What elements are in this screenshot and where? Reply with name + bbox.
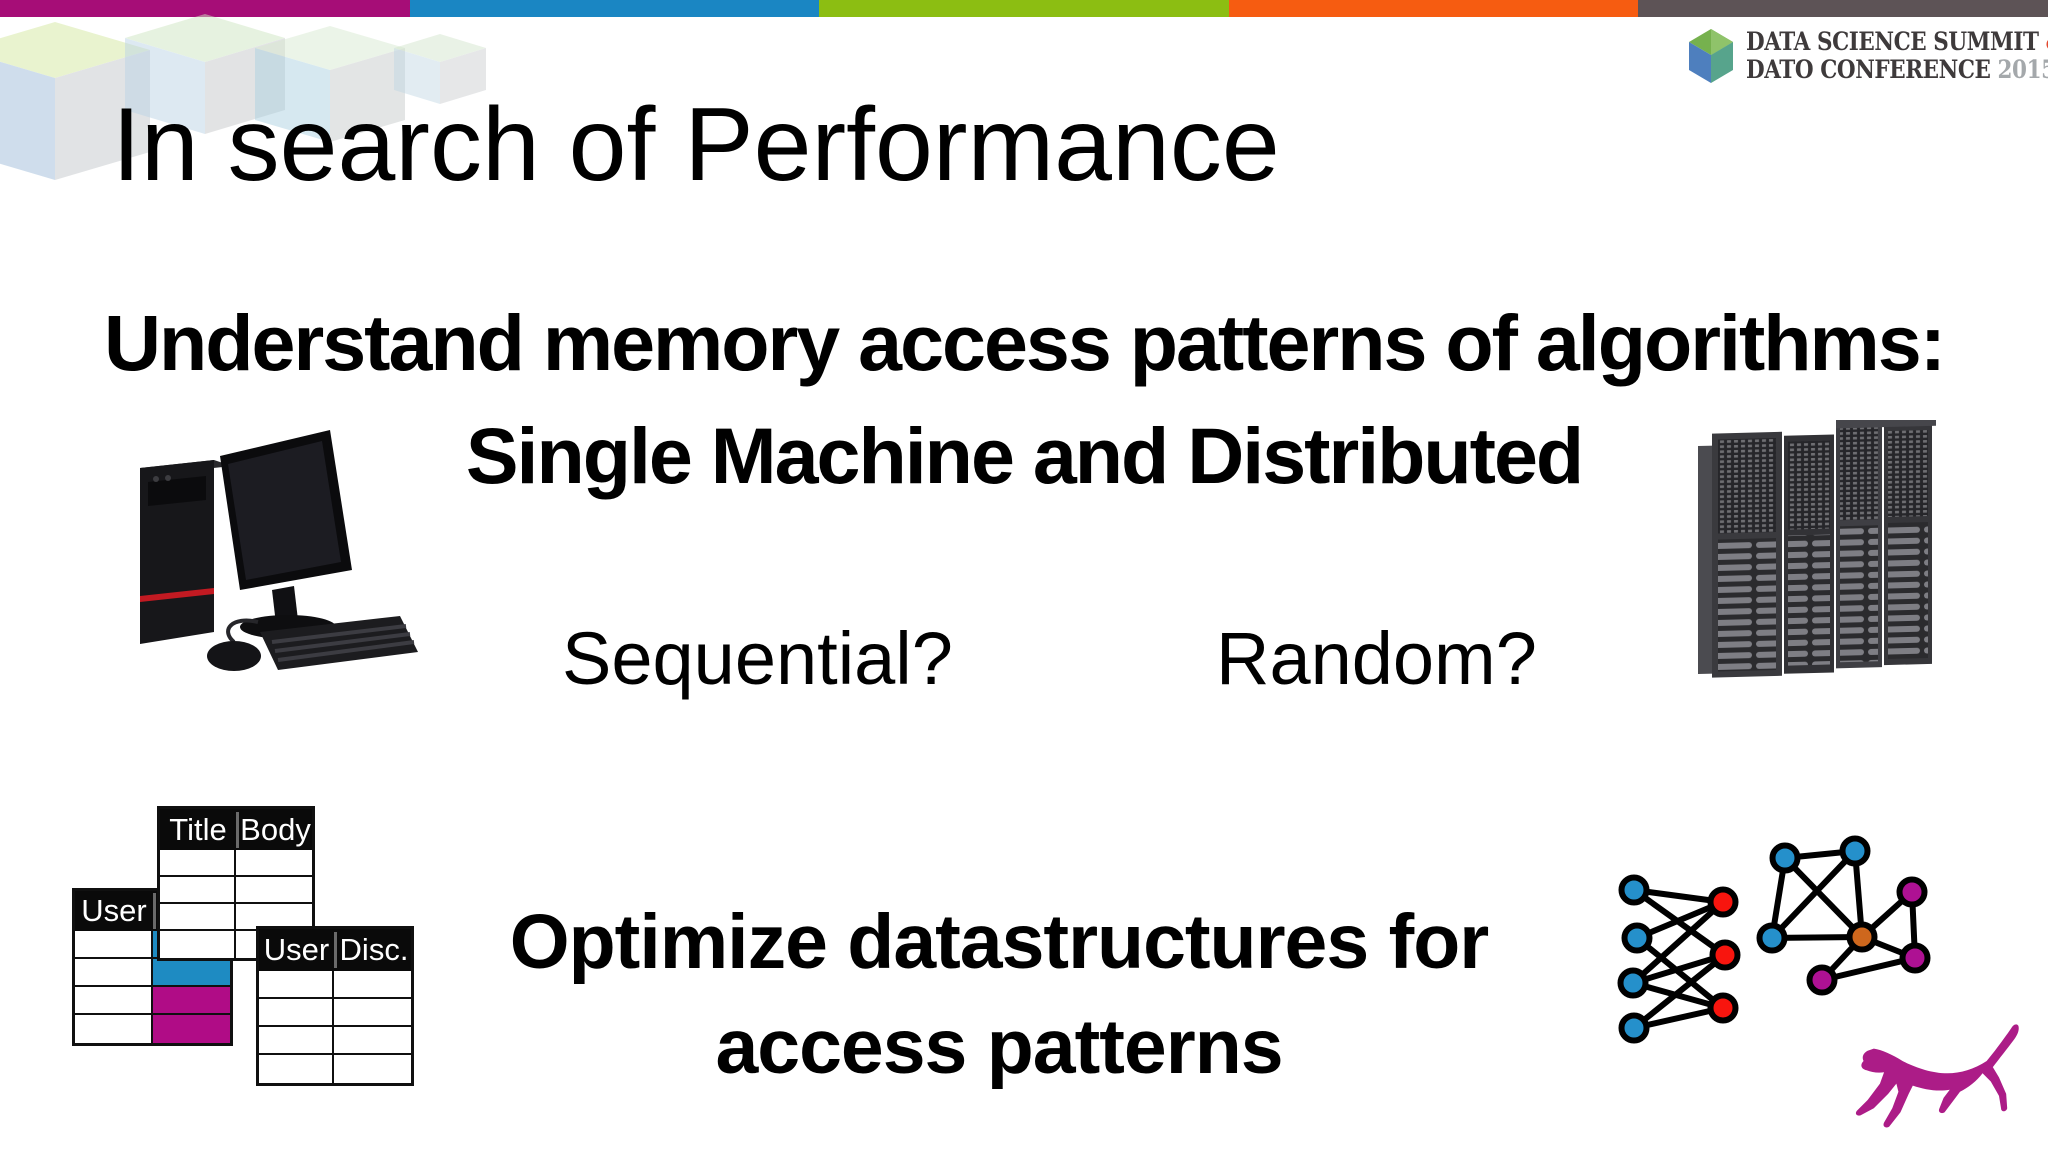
top-bar-segment — [1638, 0, 2048, 17]
graph-edge — [1819, 955, 1918, 983]
table-cell — [75, 959, 153, 987]
graph-edge — [1634, 899, 1726, 941]
dato-cube-icon — [1689, 29, 1733, 83]
graph-node — [1707, 886, 1739, 918]
graph-node — [1617, 967, 1649, 999]
graph-node — [1621, 922, 1653, 954]
table-cell — [259, 971, 334, 999]
table-cell — [259, 999, 334, 1027]
column-header: Title — [169, 811, 227, 847]
column-header: User — [81, 893, 147, 928]
graph-node — [1899, 942, 1931, 974]
heading-memory-access: Understand memory access patterns of alg… — [103, 298, 1946, 387]
conference-logo-text: DATA SCIENCE SUMMIT & DATO CONFERENCE 20… — [1746, 28, 2048, 84]
table-row — [259, 999, 411, 1027]
top-color-bar — [0, 0, 2048, 17]
question-random: Random? — [1216, 617, 1537, 700]
logo-line1: DATA SCIENCE SUMMIT — [1746, 27, 2046, 56]
logo-year: 2015 — [1997, 55, 2048, 84]
dato-dog-logo-icon — [1855, 1024, 2019, 1128]
column-header: User — [263, 932, 330, 967]
graph-node — [1839, 835, 1871, 867]
table-cell — [75, 1015, 153, 1043]
optimize-line1: Optimize datastructures for — [509, 899, 1489, 985]
graph-node — [1756, 922, 1788, 954]
optimize-text: Optimize datastructures for access patte… — [424, 890, 1574, 1100]
table-row — [75, 959, 230, 987]
question-sequential: Sequential? — [562, 617, 953, 700]
dato-cubes-watermark-icon — [0, 14, 486, 180]
graph-edge — [1782, 855, 1865, 940]
graph-node — [1709, 939, 1741, 971]
graph-node — [1769, 842, 1801, 874]
table-cell — [259, 1055, 334, 1083]
table-cell — [153, 987, 230, 1015]
column-header: Body — [236, 811, 312, 848]
table-row — [259, 1055, 411, 1083]
logo-ampersand: & — [2046, 27, 2048, 56]
table-cell — [334, 999, 411, 1027]
table-user-disc: User Disc. — [256, 926, 414, 1086]
graph-node — [1896, 876, 1928, 908]
table-row — [259, 1027, 411, 1055]
table-cell — [160, 850, 236, 877]
graph-node — [1707, 992, 1739, 1024]
graph-edge — [1631, 952, 1728, 1031]
table-row — [160, 850, 312, 877]
slide-title: In search of Performance — [112, 87, 1280, 203]
top-bar-segment — [409, 0, 820, 17]
table-row — [75, 987, 230, 1015]
subheading-single-machine: Single Machine and Distributed — [465, 411, 1584, 500]
graph-node — [1846, 921, 1878, 953]
graph-node — [1618, 874, 1650, 906]
table-cell — [236, 850, 312, 877]
table-cell — [334, 1055, 411, 1083]
graph-edge — [1634, 935, 1726, 1011]
graph-edge — [1630, 952, 1728, 986]
table-row — [160, 877, 312, 904]
table-cell — [160, 931, 236, 958]
graph-node — [1806, 964, 1838, 996]
table-cell — [334, 1027, 411, 1055]
desktop-computer-image — [140, 430, 418, 671]
table-cell — [153, 959, 230, 987]
table-row — [259, 971, 411, 999]
graph-diagrams-image — [1617, 835, 1931, 1044]
conference-logo: DATA SCIENCE SUMMIT & DATO CONFERENCE 20… — [1688, 28, 2048, 84]
graph-node — [1618, 1012, 1650, 1044]
table-cell — [160, 877, 236, 904]
table-cell — [259, 1027, 334, 1055]
table-cell — [75, 987, 153, 1015]
table-cell — [75, 931, 153, 959]
column-header: Disc. — [334, 932, 411, 968]
logo-line2: DATO CONFERENCE — [1746, 55, 1998, 84]
graph-edge — [1769, 848, 1858, 941]
table-header: Title Body — [160, 809, 312, 850]
graph-edge — [1630, 899, 1726, 986]
table-cell — [334, 971, 411, 999]
top-bar-segment — [0, 0, 410, 17]
server-racks-image — [1698, 420, 1936, 678]
table-cell — [153, 1015, 230, 1043]
top-bar-segment — [1228, 0, 1639, 17]
dog-silhouette — [1855, 1024, 2019, 1128]
table-row — [75, 1015, 230, 1043]
table-header: User Disc. — [259, 929, 411, 971]
optimize-line2: access patterns — [715, 1004, 1283, 1090]
table-cell — [160, 904, 236, 931]
top-bar-segment — [819, 0, 1229, 17]
table-cell — [236, 877, 312, 904]
